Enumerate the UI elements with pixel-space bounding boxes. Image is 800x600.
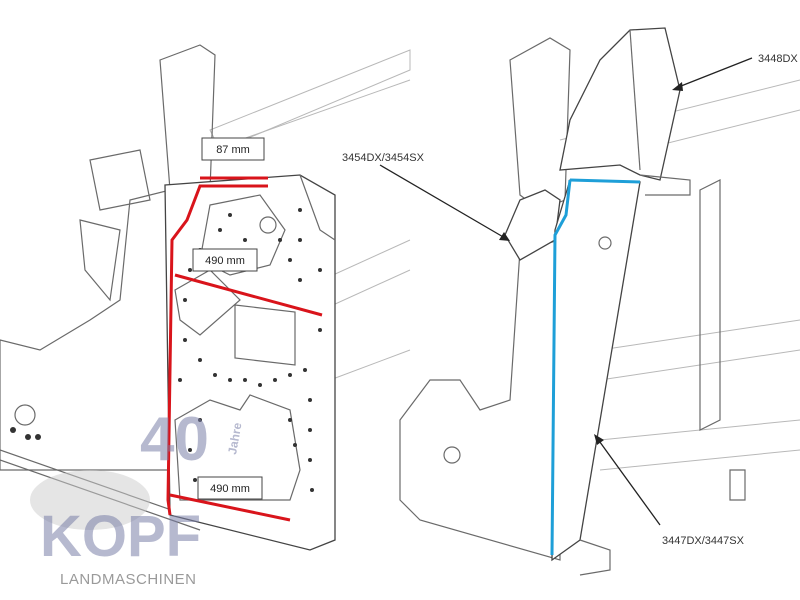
part-3447-upright xyxy=(551,179,641,576)
watermark-tagline: LANDMASCHINEN xyxy=(60,571,197,588)
watermark-brand: KOPF xyxy=(40,504,201,569)
part-3454-bracket xyxy=(504,189,561,261)
blue-outline xyxy=(550,178,641,556)
label-3454dx-3454sx: 3454DX/3454SX xyxy=(342,152,425,164)
red-dimension-outline xyxy=(166,176,323,522)
part-3448-top xyxy=(559,27,691,196)
dim-box-87 xyxy=(201,137,265,161)
kopf-watermark-logo: 40 Jahre KOPF LANDMASCHINEN xyxy=(30,405,245,588)
dim-box-490-upper xyxy=(192,248,258,272)
watermark-anniversary-number: 40 xyxy=(140,405,209,474)
dim-top-width: 87 mm xyxy=(216,144,250,156)
dim-lower-width: 490 mm xyxy=(210,483,250,495)
label-3448dx: 3448DX xyxy=(758,53,798,65)
watermark-anniversary-word: Jahre xyxy=(225,421,244,455)
dim-box-490-lower xyxy=(197,476,263,500)
part-leader-arrows xyxy=(379,57,753,526)
dim-upper-width: 490 mm xyxy=(205,255,245,267)
label-3447dx-3447sx: 3447DX/3447SX xyxy=(662,535,745,547)
dimension-labels: 87 mm 490 mm 490 mm xyxy=(192,137,265,500)
